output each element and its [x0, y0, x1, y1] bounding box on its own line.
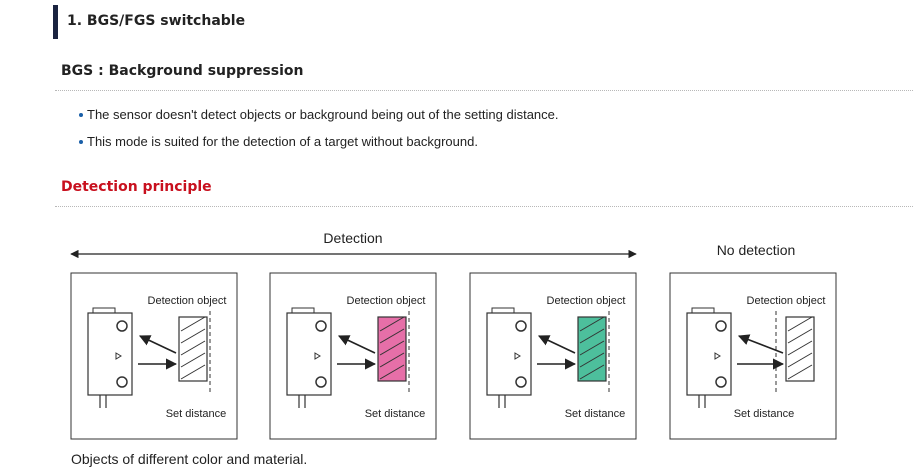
detection-object-label: Detection object — [747, 295, 826, 307]
set-distance-label: Set distance — [166, 408, 227, 420]
bgs-heading: BGS : Background suppression — [61, 63, 304, 79]
reflect-arrow — [138, 335, 177, 354]
detection-object-icon — [785, 316, 815, 382]
set-distance-label: Set distance — [365, 408, 426, 420]
bullet-dot-icon — [79, 139, 83, 144]
detection-principle-heading: Detection principle — [61, 179, 212, 195]
section-title-text: 1. BGS/FGS switchable — [67, 13, 246, 29]
panel-frame — [269, 272, 437, 440]
detection-object-label: Detection object — [347, 295, 426, 307]
caption: Objects of different color and material. — [71, 451, 308, 467]
bullet-list: The sensor doesn't detect objects or bac… — [79, 107, 559, 161]
bullet-item: This mode is suited for the detection of… — [79, 134, 559, 161]
sensor-icon — [87, 307, 133, 408]
detection-object-label: Detection object — [547, 295, 626, 307]
divider — [55, 90, 913, 91]
detection-principle-diagram: Detection No detection Detection objectS… — [70, 230, 837, 440]
reflect-arrow — [337, 335, 376, 354]
detection-object-icon — [577, 316, 607, 382]
sensor-icon — [286, 307, 332, 408]
bullet-text: The sensor doesn't detect objects or bac… — [87, 107, 559, 122]
section-title-bar — [53, 5, 58, 39]
set-distance-label: Set distance — [734, 408, 795, 420]
sensor-icon — [486, 307, 532, 408]
bullet-dot-icon — [79, 112, 83, 117]
set-distance-label: Set distance — [565, 408, 626, 420]
detection-object-icon — [377, 316, 407, 382]
detection-object-icon — [178, 316, 208, 382]
detection-label: Detection — [323, 230, 382, 246]
reflect-arrow — [537, 335, 576, 354]
divider — [55, 206, 913, 207]
reflect-arrow — [737, 334, 784, 354]
no-detection-label: No detection — [717, 242, 796, 258]
bullet-text: This mode is suited for the detection of… — [87, 134, 478, 149]
section-title: 1. BGS/FGS switchable — [53, 5, 908, 39]
bullet-item: The sensor doesn't detect objects or bac… — [79, 107, 559, 134]
detection-object-label: Detection object — [148, 295, 227, 307]
sensor-icon — [686, 307, 732, 408]
